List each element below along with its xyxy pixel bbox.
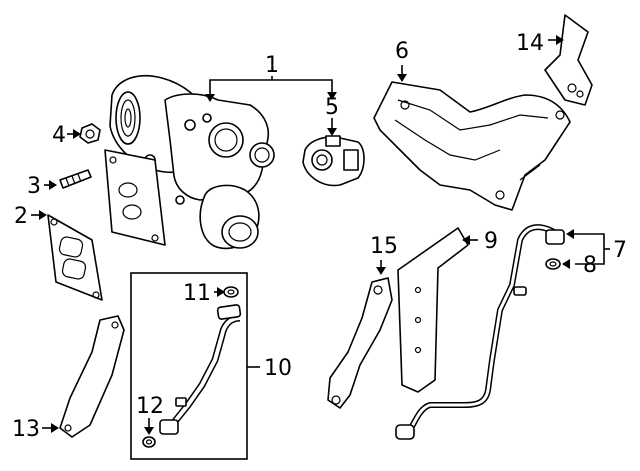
callout-5: 5	[325, 95, 339, 120]
leader-lines	[31, 35, 610, 435]
callout-11: 11	[183, 281, 211, 306]
actuator[interactable]	[302, 135, 365, 187]
callout-10: 10	[264, 356, 292, 381]
coolant-line[interactable]	[395, 224, 565, 440]
callout-14: 14	[516, 31, 544, 56]
callout-8: 8	[583, 253, 597, 278]
callout-13: 13	[12, 417, 40, 442]
callout-3: 3	[27, 174, 41, 199]
stud[interactable]	[59, 169, 92, 189]
oil-line-kit[interactable]	[130, 272, 248, 460]
callout-2: 2	[14, 204, 28, 229]
callout-12: 12	[136, 394, 164, 419]
washer[interactable]	[545, 258, 561, 270]
seal-11[interactable]	[223, 286, 239, 298]
callout-7: 7	[613, 238, 627, 263]
bracket-15[interactable]	[327, 277, 393, 409]
bracket-14[interactable]	[544, 14, 593, 106]
callout-9: 9	[484, 229, 498, 254]
heat-shield[interactable]	[373, 81, 571, 211]
callout-4: 4	[52, 123, 66, 148]
turbocharger[interactable]	[104, 74, 275, 250]
callout-6: 6	[395, 39, 409, 64]
support-13[interactable]	[59, 315, 125, 438]
callout-1: 1	[265, 53, 279, 78]
seal-12[interactable]	[142, 436, 156, 448]
bracket[interactable]	[397, 227, 469, 393]
callout-15: 15	[370, 234, 398, 259]
callout-labels: 1 5 6 14 4 3 2 9 15 7 8 11 10 12 13	[12, 31, 627, 442]
turbo-gasket[interactable]	[47, 214, 103, 301]
nut[interactable]	[79, 123, 101, 144]
